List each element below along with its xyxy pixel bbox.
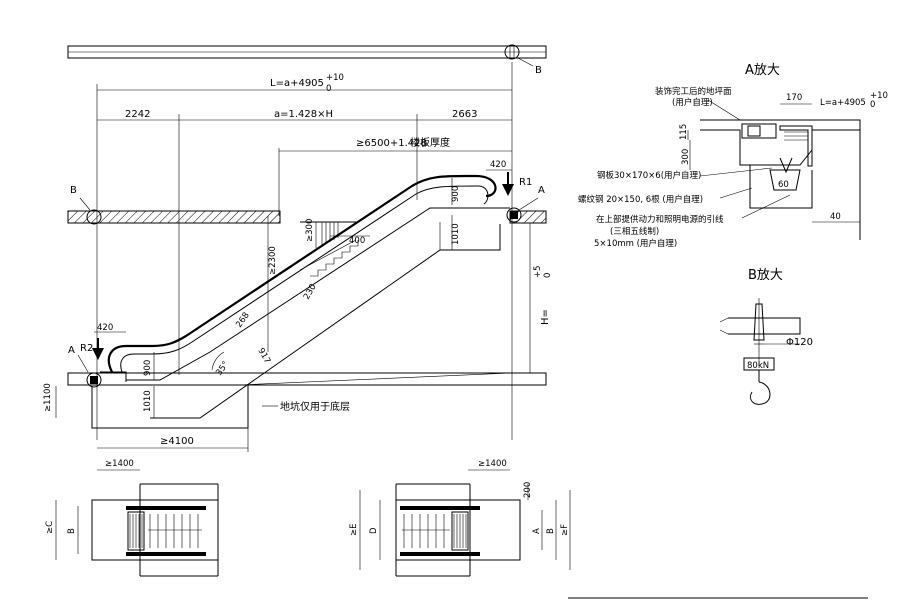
- svg-text:5×10mm (用户自理): 5×10mm (用户自理): [594, 238, 677, 249]
- hook-point-b: [504, 44, 520, 60]
- svg-text:a=1.428×H: a=1.428×H: [274, 109, 333, 120]
- svg-text:≥E: ≥E: [349, 524, 359, 537]
- svg-text:420: 420: [97, 323, 113, 333]
- svg-text:Φ120: Φ120: [786, 337, 813, 348]
- svg-text:+5: +5: [533, 265, 543, 278]
- upper-floor-left: [67, 210, 281, 224]
- svg-text:L=a+4905: L=a+4905: [820, 98, 866, 108]
- svg-text:+10: +10: [326, 73, 344, 83]
- svg-text:≥1400: ≥1400: [105, 459, 134, 469]
- svg-text:80kN: 80kN: [747, 361, 769, 371]
- svg-text:B: B: [70, 185, 77, 196]
- total-length-label: L=a+4905: [270, 78, 324, 89]
- svg-text:≥1100: ≥1100: [43, 383, 53, 412]
- handrail-outer: [107, 174, 497, 373]
- lower-floor: [67, 372, 547, 386]
- svg-text:170: 170: [786, 93, 802, 103]
- svg-text:装饰完工后的地坪面: 装饰完工后的地坪面: [655, 86, 732, 97]
- svg-text:40: 40: [830, 212, 841, 222]
- svg-text:≥F: ≥F: [560, 524, 570, 536]
- svg-text:+10: +10: [870, 91, 888, 101]
- svg-text:H=: H=: [540, 309, 551, 325]
- svg-text:≥4100: ≥4100: [160, 436, 194, 447]
- svg-text:200: 200: [523, 482, 533, 498]
- svg-text:115: 115: [679, 124, 689, 140]
- svg-text:0: 0: [543, 273, 553, 278]
- svg-text:2663: 2663: [452, 109, 477, 120]
- svg-text:917: 917: [255, 347, 272, 366]
- svg-text:≥C: ≥C: [45, 521, 55, 534]
- detail-a-title: A放大: [745, 63, 780, 78]
- svg-text:0: 0: [870, 100, 875, 110]
- truss-bottom: [150, 224, 501, 419]
- mark-b-top: B: [535, 65, 542, 76]
- svg-text:A: A: [68, 345, 75, 356]
- svg-text:900: 900: [143, 360, 153, 376]
- pit-note: 地坑仅用于底层: [280, 400, 350, 413]
- detail-a: A放大 装饰完工后的地坪面 (用户自理) 170 L=a+4905 +10 0 …: [578, 63, 888, 249]
- hook-icon: [749, 381, 771, 405]
- svg-text:A: A: [538, 185, 545, 196]
- svg-text:230: 230: [302, 282, 319, 301]
- svg-text:在上部提供动力和照明电源的引线: 在上部提供动力和照明电源的引线: [596, 214, 724, 225]
- svg-text:35°: 35°: [214, 360, 231, 378]
- pit-outline: [91, 385, 249, 429]
- r2-label: R2: [80, 343, 93, 354]
- svg-text:2242: 2242: [125, 109, 150, 120]
- svg-text:≥6500+1.428: ≥6500+1.428: [356, 138, 427, 149]
- svg-text:楼板厚度: 楼板厚度: [410, 136, 450, 149]
- plan-view-right: ≥1400 ≥E D 200 A B ≥F: [349, 459, 571, 577]
- svg-text:1010: 1010: [143, 390, 153, 412]
- svg-text:1010: 1010: [451, 223, 461, 245]
- svg-text:900: 900: [451, 186, 461, 202]
- svg-text:≥1400: ≥1400: [478, 459, 507, 469]
- detail-b-title: B放大: [748, 268, 783, 283]
- svg-text:420: 420: [490, 160, 506, 170]
- svg-text:60: 60: [778, 180, 789, 190]
- svg-text:A: A: [532, 528, 542, 534]
- plan-view-left: ≥1400 ≥C B: [45, 459, 219, 577]
- svg-text:B: B: [546, 528, 556, 534]
- svg-text:(三相五线制): (三相五线制): [610, 226, 659, 237]
- svg-text:≥300: ≥300: [305, 219, 315, 242]
- r1-label: R1: [519, 177, 532, 188]
- svg-text:螺纹钢 20×150, 6根 (用户自理): 螺纹钢 20×150, 6根 (用户自理): [578, 194, 703, 205]
- detail-b: B放大 Φ120 80kN: [719, 268, 813, 405]
- svg-text:D: D: [369, 527, 379, 534]
- svg-text:≥2300: ≥2300: [268, 246, 278, 275]
- svg-text:0: 0: [326, 84, 331, 94]
- svg-text:B: B: [67, 528, 77, 534]
- svg-text:钢板30×170×6(用户自理): 钢板30×170×6(用户自理): [597, 170, 701, 181]
- svg-text:300: 300: [681, 149, 691, 165]
- svg-text:400: 400: [349, 236, 365, 246]
- svg-text:(用户自理): (用户自理): [672, 97, 713, 108]
- elevation-view: B L=a+4905 +10 0 2242 a=1.428×H 2663 ≥65…: [43, 44, 553, 452]
